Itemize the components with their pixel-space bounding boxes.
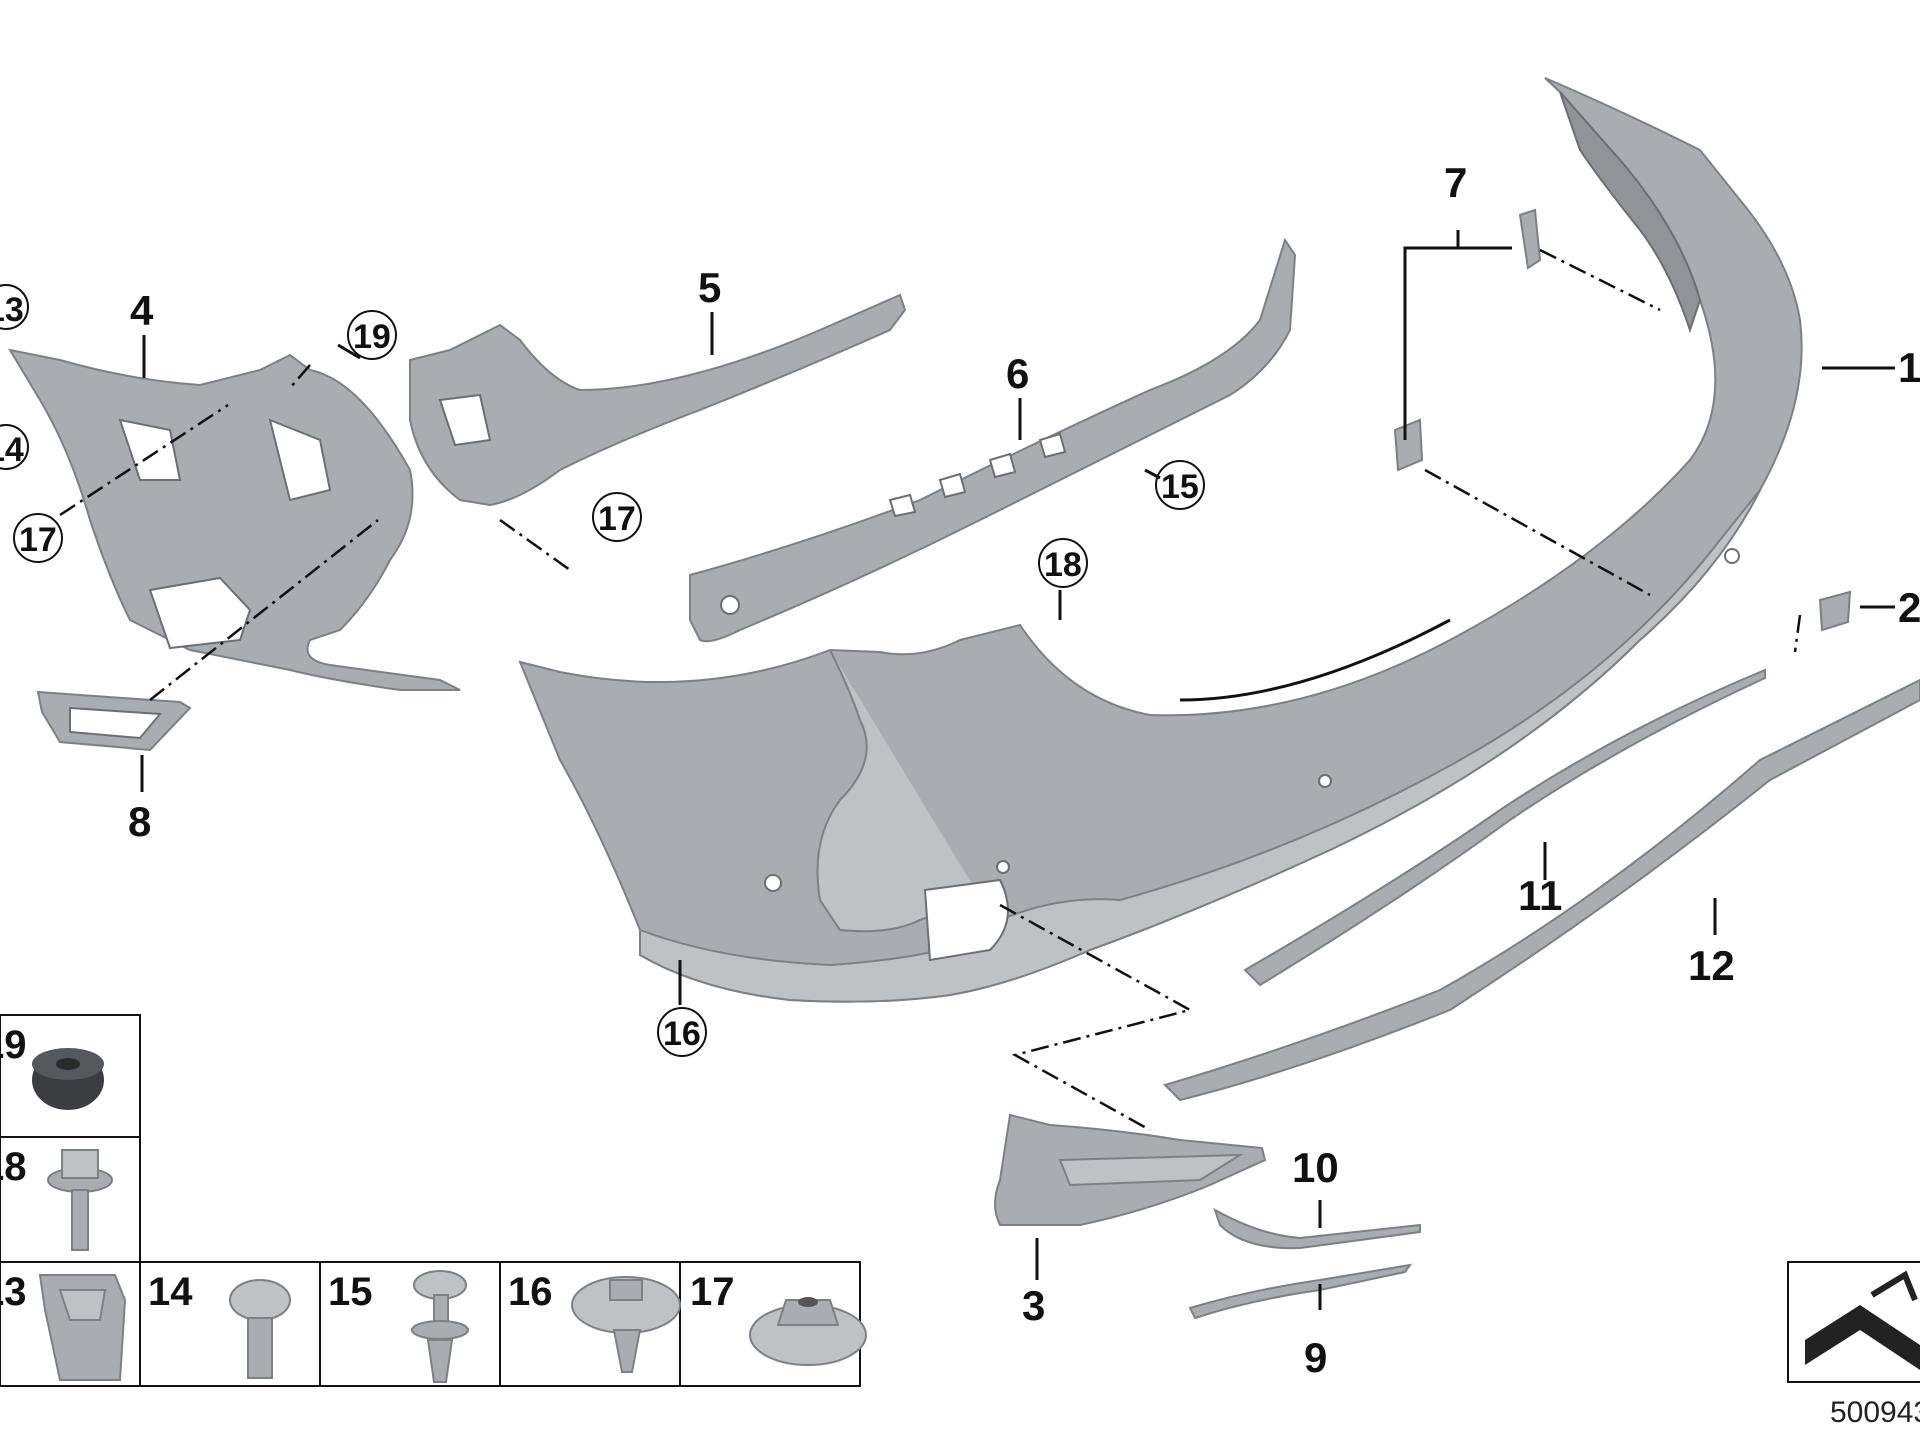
bumper-carrier (689, 237, 1297, 643)
circled-17-middle: 17 (598, 500, 636, 538)
callout-9: 9 (1304, 1334, 1327, 1381)
rubber-buffer (32, 1048, 104, 1110)
circled-13: 13 (0, 291, 24, 329)
upper-bracket (409, 293, 907, 507)
callout-6: 6 (1006, 350, 1029, 397)
callout-4: 4 (130, 287, 154, 334)
circled-17-left: 17 (19, 521, 57, 559)
callout-labels: 1 2 3 4 5 6 7 8 9 10 11 12 13 14 15 16 1… (0, 159, 1920, 1429)
circled-19: 19 (353, 318, 391, 356)
reflector-trim (994, 1113, 1267, 1226)
inset-label-14: 14 (148, 1270, 193, 1314)
clip-nut (38, 1274, 127, 1381)
leader-lines (140, 230, 1895, 1310)
callout-2: 2 (1898, 584, 1920, 631)
inset-label-17: 17 (690, 1270, 735, 1314)
dashed-lines (59, 248, 1802, 1132)
callout-1: 1 (1898, 344, 1920, 391)
hex-bolt (47, 1149, 113, 1251)
callout-7: 7 (1444, 159, 1467, 206)
callout-11: 11 (1518, 872, 1562, 919)
circled-16: 16 (663, 1015, 701, 1053)
callout-8: 8 (128, 798, 151, 845)
expanding-rivet (411, 1270, 469, 1383)
left-bracket (7, 348, 461, 691)
inset-label-18: 18 (0, 1145, 27, 1189)
reference-number: 500943 (1830, 1396, 1920, 1429)
callout-10: 10 (1292, 1144, 1339, 1191)
circled-callouts (0, 284, 1205, 1057)
trim-strips (1163, 590, 1920, 1320)
flange-screw (571, 1276, 681, 1373)
inset-label-15: 15 (328, 1270, 373, 1314)
inset-label-19: 19 (0, 1023, 27, 1067)
callout-5: 5 (698, 264, 721, 311)
side-brackets (1393, 208, 1542, 472)
bumper-cover (518, 77, 1803, 1003)
callout-12: 12 (1688, 942, 1735, 989)
grille-insert (36, 690, 192, 752)
flange-nut (749, 1297, 867, 1366)
fastener-inset (0, 1014, 867, 1387)
inset-label-16: 16 (508, 1270, 553, 1314)
callout-3: 3 (1022, 1282, 1045, 1329)
circled-14: 14 (0, 431, 24, 469)
orientation-box (1787, 1261, 1920, 1383)
inset-label-13: 13 (0, 1270, 27, 1314)
circled-18: 18 (1044, 546, 1082, 584)
circled-15-right: 15 (1161, 468, 1199, 506)
screw (229, 1279, 291, 1379)
